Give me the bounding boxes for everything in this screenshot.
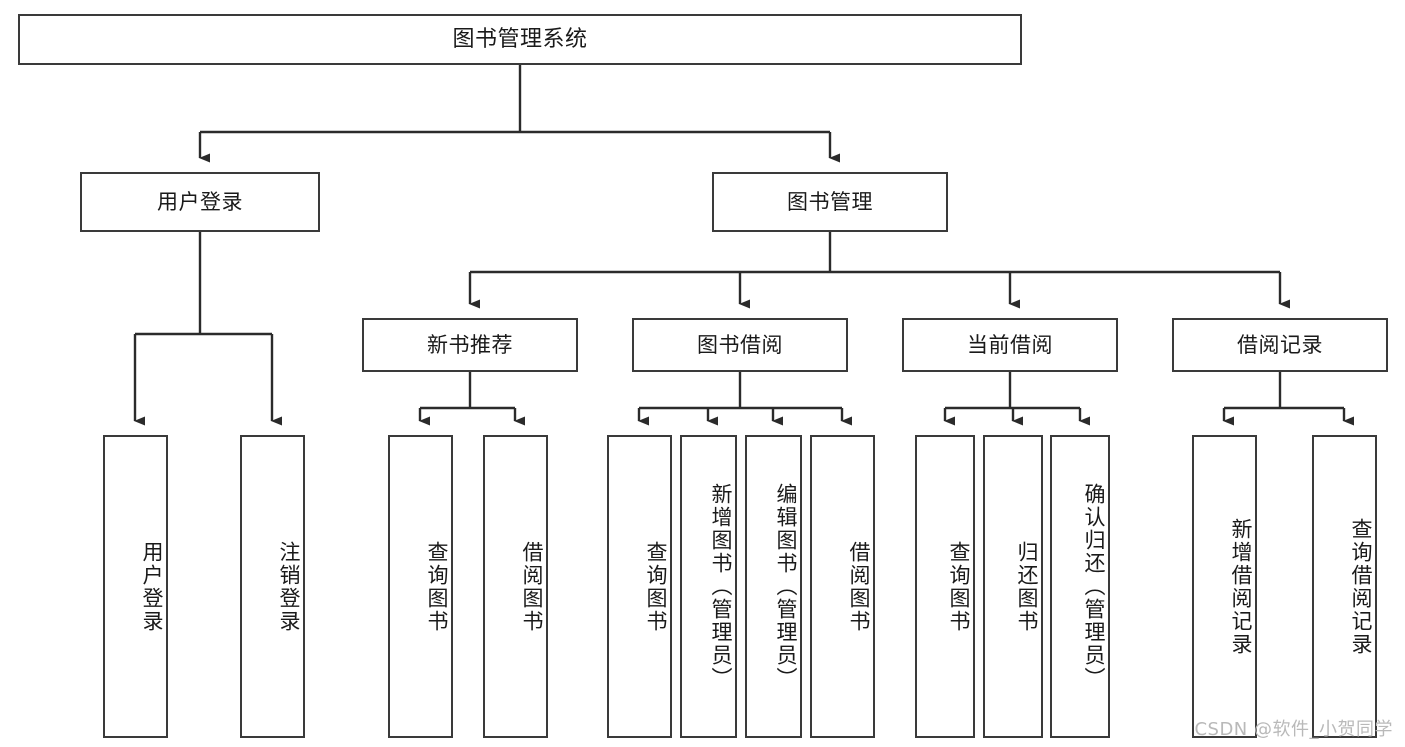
node-borrow-records-label: 借阅记录 <box>1237 332 1323 357</box>
node-leaf-user-logout-label: 注销登录 <box>277 540 301 633</box>
node-current-borrow[interactable]: 当前借阅 <box>902 318 1118 372</box>
node-root[interactable]: 图书管理系统 <box>18 14 1022 65</box>
node-leaf-query-record-label: 查询借阅记录 <box>1349 517 1373 656</box>
node-leaf-query-book-2[interactable]: 查询图书 <box>607 435 672 738</box>
node-leaf-return-book-label: 归还图书 <box>1015 540 1039 633</box>
node-leaf-add-book[interactable]: 新增图书（管理员） <box>680 435 737 738</box>
node-leaf-query-record[interactable]: 查询借阅记录 <box>1312 435 1377 738</box>
node-leaf-query-book-3[interactable]: 查询图书 <box>915 435 975 738</box>
node-leaf-borrow-book-1-label: 借阅图书 <box>520 540 544 633</box>
node-leaf-return-book[interactable]: 归还图书 <box>983 435 1043 738</box>
node-leaf-borrow-book-2-label: 借阅图书 <box>847 540 871 633</box>
node-leaf-edit-book[interactable]: 编辑图书（管理员） <box>745 435 802 738</box>
node-leaf-borrow-book-1[interactable]: 借阅图书 <box>483 435 548 738</box>
watermark: CSDN @软件_小贺同学 <box>1194 719 1393 740</box>
node-root-label: 图书管理系统 <box>452 26 588 52</box>
node-current-borrow-label: 当前借阅 <box>967 332 1053 357</box>
node-leaf-borrow-book-2[interactable]: 借阅图书 <box>810 435 875 738</box>
node-new-book-recommend-label: 新书推荐 <box>427 332 513 357</box>
node-user-login[interactable]: 用户登录 <box>80 172 320 232</box>
node-leaf-query-book-1[interactable]: 查询图书 <box>388 435 453 738</box>
node-leaf-query-book-1-label: 查询图书 <box>425 540 449 633</box>
node-book-management[interactable]: 图书管理 <box>712 172 948 232</box>
node-leaf-add-record[interactable]: 新增借阅记录 <box>1192 435 1257 738</box>
node-leaf-query-book-3-label: 查询图书 <box>947 540 971 633</box>
node-book-management-label: 图书管理 <box>787 189 873 214</box>
node-leaf-edit-book-label: 编辑图书（管理员） <box>774 483 798 690</box>
node-leaf-user-login-label: 用户登录 <box>140 540 164 633</box>
node-new-book-recommend[interactable]: 新书推荐 <box>362 318 578 372</box>
node-leaf-add-record-label: 新增借阅记录 <box>1229 517 1253 656</box>
node-leaf-user-login[interactable]: 用户登录 <box>103 435 168 738</box>
node-leaf-add-book-label: 新增图书（管理员） <box>709 483 733 690</box>
node-leaf-confirm-return-label: 确认归还（管理员） <box>1082 483 1106 690</box>
node-book-borrow-label: 图书借阅 <box>697 332 783 357</box>
node-book-borrow[interactable]: 图书借阅 <box>632 318 848 372</box>
node-borrow-records[interactable]: 借阅记录 <box>1172 318 1388 372</box>
node-leaf-user-logout[interactable]: 注销登录 <box>240 435 305 738</box>
node-user-login-label: 用户登录 <box>157 189 243 214</box>
node-leaf-confirm-return[interactable]: 确认归还（管理员） <box>1050 435 1110 738</box>
node-leaf-query-book-2-label: 查询图书 <box>644 540 668 633</box>
